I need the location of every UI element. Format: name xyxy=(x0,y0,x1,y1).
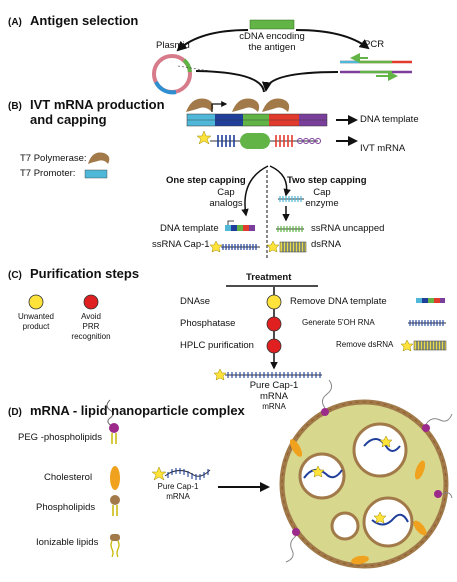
result-remove-dsrna-label: Remove dsRNA xyxy=(336,340,394,349)
one-step-arrow xyxy=(241,165,269,217)
plasmid-icon xyxy=(152,54,211,95)
lnp-mrna-label-line2: mRNA xyxy=(166,492,190,501)
unwanted-label-line1: Unwanted xyxy=(17,312,55,321)
two-step-sub-line2: enzyme xyxy=(305,198,339,209)
legend-polymerase-icon xyxy=(88,152,110,164)
avoid-label-line1: Avoid xyxy=(81,312,101,321)
ivt-mrna-drawing xyxy=(196,130,321,149)
ionizable-lipid-icon xyxy=(110,534,120,558)
legend-t7-promoter-label: T7 Promoter: xyxy=(20,168,76,179)
cholesterol-label: Cholesterol xyxy=(44,472,93,483)
dsrna-label: dsRNA xyxy=(311,239,342,250)
two-step-sub-line1: Cap xyxy=(313,187,331,198)
arrow-to-plasmid xyxy=(176,29,249,52)
result-remove-dna-label: Remove DNA template xyxy=(290,296,387,307)
dsrna-product xyxy=(266,240,307,253)
dna-template-product xyxy=(225,220,255,231)
pcr-label: PCR xyxy=(364,39,385,50)
lnp-mrna-label-line1: Pure Cap-1 xyxy=(157,482,199,491)
one-step-sub-line1: Cap xyxy=(217,187,235,198)
section-b-title-line1: IVT mRNA production xyxy=(30,97,165,112)
unwanted-label-line2: product xyxy=(22,322,50,331)
section-b-letter: (B) xyxy=(8,101,22,112)
phospholipid-icon xyxy=(110,495,120,516)
dna-template-label: DNA template xyxy=(360,114,419,125)
section-d-letter: (D) xyxy=(8,407,22,418)
avoid-label-line2: PRR xyxy=(82,322,100,331)
ssrna-cap1-product xyxy=(209,240,260,253)
phospholipids-label: Phospholipids xyxy=(36,502,96,513)
section-c-title: Purification steps xyxy=(30,266,140,281)
one-step-capping-label: One step capping xyxy=(166,175,246,186)
legend-promoter-icon xyxy=(84,169,108,179)
unwanted-product-legend-dot xyxy=(28,294,44,310)
removed-dsrna-icon xyxy=(400,339,447,352)
removed-dna-template-icon xyxy=(416,298,445,303)
dna-template-bar xyxy=(186,113,328,127)
t7-polymerase-icon-2 xyxy=(232,98,260,112)
one-step-sub-line2: analogs xyxy=(209,198,243,209)
dnase-dot xyxy=(266,294,282,310)
pure-mrna-strand xyxy=(213,368,322,381)
two-step-arrow xyxy=(269,165,291,197)
converge-left xyxy=(195,70,265,93)
avoid-prr-legend-dot xyxy=(83,294,99,310)
transcription-arrow xyxy=(211,101,228,112)
lnp-particle xyxy=(279,379,453,569)
cdna-label-line2: the antigen xyxy=(248,42,296,53)
section-d-title: mRNA - lipid nanoparticle complex xyxy=(30,403,245,418)
pure-mrna-label-line1: Pure Cap-1 xyxy=(249,380,299,391)
avoid-label-line3: recognition xyxy=(71,332,111,341)
pure-mrna-label-line3: mRNA xyxy=(262,402,286,411)
cdna-bar xyxy=(249,19,295,30)
phosphatase-dot xyxy=(266,316,282,332)
peg-phospholipid-icon xyxy=(106,399,119,444)
5oh-rna-icon xyxy=(408,320,446,326)
two-step-capping-label: Two step capping xyxy=(287,175,367,186)
pcr-strands-icon xyxy=(340,53,412,81)
section-c-letter: (C) xyxy=(8,270,22,281)
ssrna-cap1-label: ssRNA Cap-1 xyxy=(152,239,210,250)
treatment-label: Treatment xyxy=(246,272,292,283)
ssrna-uncapped-label: ssRNA uncapped xyxy=(311,223,385,234)
cholesterol-icon xyxy=(110,466,120,490)
step-dnase-label: DNAse xyxy=(180,296,211,307)
dna-template-product-label: DNA template xyxy=(160,223,219,234)
step-hplc-label: HPLC purification xyxy=(180,340,254,351)
plasmid-label: Plasmid xyxy=(156,40,190,51)
converge-right xyxy=(261,71,339,92)
ivt-mrna-label: IVT mRNA xyxy=(360,143,406,154)
result-5oh-label: Generate 5'OH RNA xyxy=(302,318,375,327)
pure-mrna-label-line2: mRNA xyxy=(260,391,288,402)
legend-t7-polymerase-label: T7 Polymerase: xyxy=(20,153,87,164)
peg-label: PEG -phospholipids xyxy=(18,432,102,443)
lnp-mrna-icon xyxy=(151,466,211,481)
ssrna-uncapped-product xyxy=(276,226,304,232)
section-a-title: Antigen selection xyxy=(30,13,139,28)
ionizable-lipids-label: Ionizable lipids xyxy=(36,537,99,548)
section-a-letter: (A) xyxy=(8,17,22,28)
section-b-title-line2: and capping xyxy=(30,112,107,127)
two-step-strand xyxy=(278,196,304,202)
arrow-to-pcr xyxy=(295,29,370,50)
cdna-label-line1: cDNA encoding xyxy=(239,31,305,42)
t7-polymerase-icon-3 xyxy=(262,98,290,112)
hplc-dot xyxy=(266,338,282,354)
t7-polymerase-icon xyxy=(186,98,214,112)
step-phosphatase-label: Phosphatase xyxy=(180,318,236,329)
